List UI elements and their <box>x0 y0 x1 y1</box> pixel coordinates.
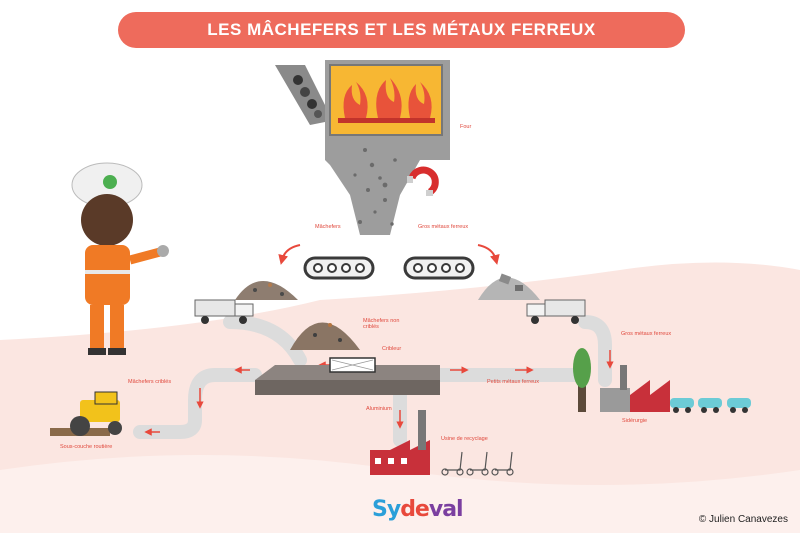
magnet-icon <box>407 170 435 196</box>
furnace-icon <box>275 60 450 235</box>
sydeval-logo: Sydeval <box>372 497 463 522</box>
label-petits-metaux: Petits métaux ferreux <box>487 379 539 385</box>
label-machefers: Mâchefers <box>315 224 341 230</box>
label-four: Four <box>460 124 471 130</box>
label-machefers-non-cribles: Mâchefers non criblés <box>363 318 403 331</box>
label-cribleur: Cribleur <box>382 346 401 352</box>
worker-icon <box>72 163 169 355</box>
label-gros-metaux-2: Gros métaux ferreux <box>621 331 671 337</box>
label-gros-metaux: Gros métaux ferreux <box>418 224 468 230</box>
label-machefers-cribles: Mâchefers criblés <box>128 379 171 385</box>
credit-text: © Julien Canavezes <box>699 514 788 525</box>
label-usine-recyclage: Usine de recyclage <box>441 436 488 442</box>
conveyor-right <box>405 258 473 278</box>
label-siderurgie: Sidérurgie <box>622 418 647 424</box>
label-aluminium: Aluminium <box>366 406 392 412</box>
title-banner: LES MÂCHEFERS ET LES MÉTAUX FERREUX <box>118 12 685 48</box>
conveyor-left <box>305 258 373 278</box>
page-title: LES MÂCHEFERS ET LES MÉTAUX FERREUX <box>207 20 595 40</box>
logo-part-3: val <box>429 497 463 522</box>
logo-part-1: Sy <box>372 497 400 522</box>
label-sous-couche: Sous-couche routière <box>60 444 112 450</box>
ash-pile-left <box>235 281 298 300</box>
logo-part-2: de <box>400 497 429 522</box>
